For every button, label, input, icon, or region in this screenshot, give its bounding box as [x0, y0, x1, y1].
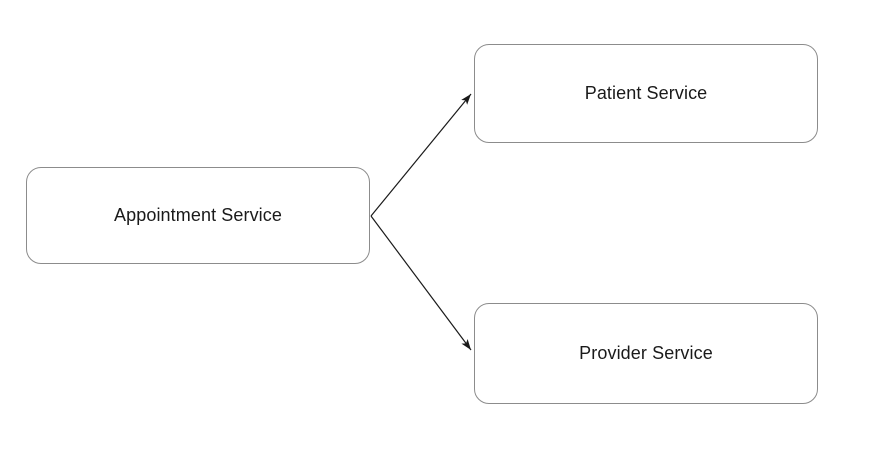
- node-appointment-service[interactable]: Appointment Service: [26, 167, 370, 264]
- node-provider-service-label: Provider Service: [579, 342, 713, 363]
- node-appointment-service-label: Appointment Service: [114, 204, 282, 225]
- node-provider-service[interactable]: Provider Service: [474, 303, 818, 404]
- edge-appointment-to-patient: [370, 93, 472, 217]
- node-patient-service-label: Patient Service: [584, 82, 708, 103]
- edge-appointment-to-provider: [370, 215, 472, 351]
- node-patient-service[interactable]: Patient Service: [474, 44, 818, 143]
